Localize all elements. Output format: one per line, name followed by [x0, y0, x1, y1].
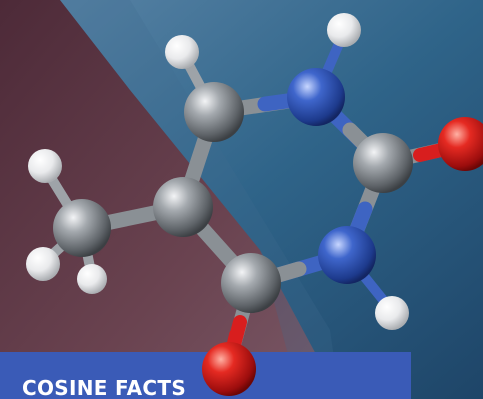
- caption-bar: COSINE FACTS: [0, 352, 411, 399]
- nitrogen-atom: [287, 68, 345, 126]
- hydrogen-atoms: [26, 13, 409, 330]
- carbon-atom: [353, 133, 413, 193]
- carbon-atoms: [53, 82, 413, 313]
- carbon-atom: [153, 177, 213, 237]
- hydrogen-atom: [77, 264, 107, 294]
- hydrogen-atom: [375, 296, 409, 330]
- nitrogen-atoms: [287, 68, 376, 284]
- hydrogen-atom: [26, 247, 60, 281]
- caption-title: COSINE FACTS: [22, 376, 187, 399]
- oxygen-atom: [438, 117, 483, 171]
- carbon-atom: [221, 253, 281, 313]
- carbon-atom: [53, 199, 111, 257]
- hydrogen-atom: [327, 13, 361, 47]
- carbon-atom: [184, 82, 244, 142]
- hydrogen-atom: [28, 149, 62, 183]
- hydrogen-atom: [165, 35, 199, 69]
- nitrogen-atom: [318, 226, 376, 284]
